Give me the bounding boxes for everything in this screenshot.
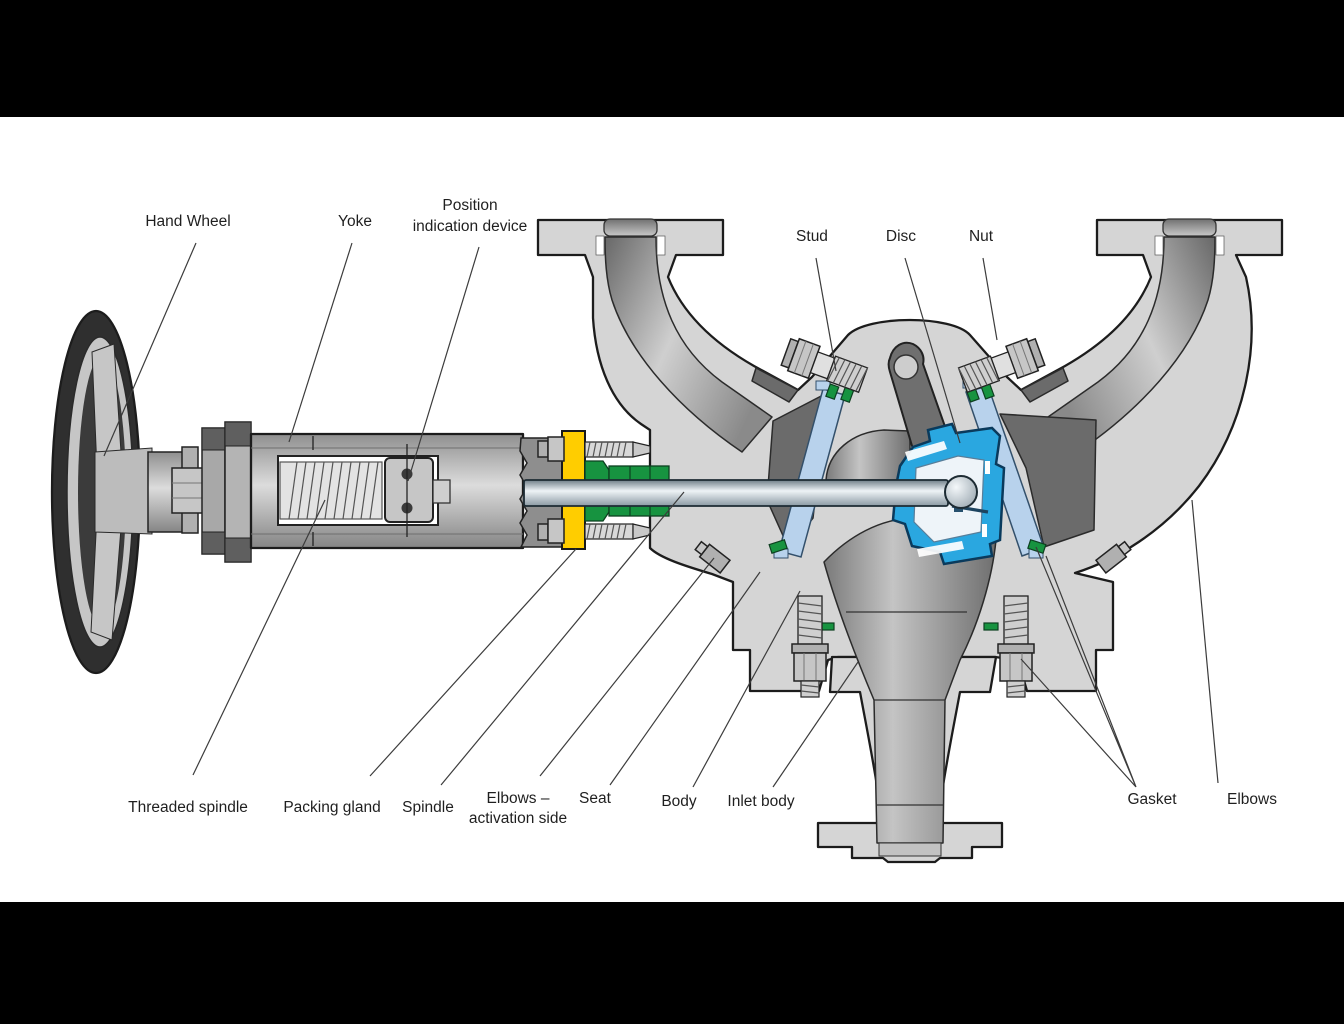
flow-passage-upper: [825, 429, 911, 481]
drain-plug-left: [694, 540, 732, 574]
label-hand-wheel: Hand Wheel: [145, 213, 230, 230]
flange-bore-left: [603, 218, 658, 237]
labels: Hand Wheel Yoke Position indication devi…: [128, 197, 1277, 827]
position-indication-device: [384, 444, 434, 537]
arm-pivot-hole: [893, 354, 919, 380]
elbow-pipe-right: [1047, 236, 1216, 453]
label-seat: Seat: [579, 790, 612, 807]
label-elbows-activation-line1: Elbows –: [487, 790, 550, 807]
label-disc: Disc: [886, 228, 916, 245]
bonnet-shadow-left: [751, 367, 799, 403]
label-packing-gland: Packing gland: [283, 799, 380, 816]
label-nut: Nut: [969, 228, 994, 245]
clamp-bolt-left: [791, 595, 829, 698]
leader-lines: [103, 242, 1219, 788]
threaded-spindle-screw: [279, 461, 383, 520]
stud-and-nut-left: [780, 337, 869, 394]
label-yoke: Yoke: [338, 213, 372, 230]
label-position-indication-line1: Position: [442, 197, 497, 214]
flow-passage-column: [823, 511, 997, 844]
hand-wheel-illustration: [50, 309, 153, 675]
spindle-ball-end: [944, 475, 978, 509]
letterbox-top: [0, 0, 1344, 117]
label-stud: Stud: [796, 228, 828, 245]
flange-bolt-slots: [595, 235, 1225, 256]
label-gasket: Gasket: [1127, 791, 1177, 808]
label-elbows: Elbows: [1227, 791, 1277, 808]
letterbox-bottom: [0, 902, 1344, 1024]
inlet-bore-band: [878, 842, 942, 857]
elbow-pipe-left: [604, 236, 773, 453]
passage-lining-right: [999, 413, 1097, 548]
gland-bolts: [537, 436, 651, 544]
label-position-indication-line2: indication device: [413, 218, 528, 235]
flange-bore-right: [1162, 218, 1217, 237]
label-threaded-spindle: Threaded spindle: [128, 799, 248, 816]
spindle-rod: [523, 479, 949, 507]
label-spindle: Spindle: [402, 799, 454, 816]
bonnet-shadow-right: [1020, 367, 1069, 403]
stem-assembly: [147, 421, 525, 563]
label-inlet-body: Inlet body: [727, 793, 794, 810]
shaft-hex-nut: [171, 467, 205, 514]
label-elbows-activation-line2: activation side: [469, 810, 567, 827]
gaskets: [768, 382, 1047, 631]
label-body: Body: [661, 793, 697, 810]
